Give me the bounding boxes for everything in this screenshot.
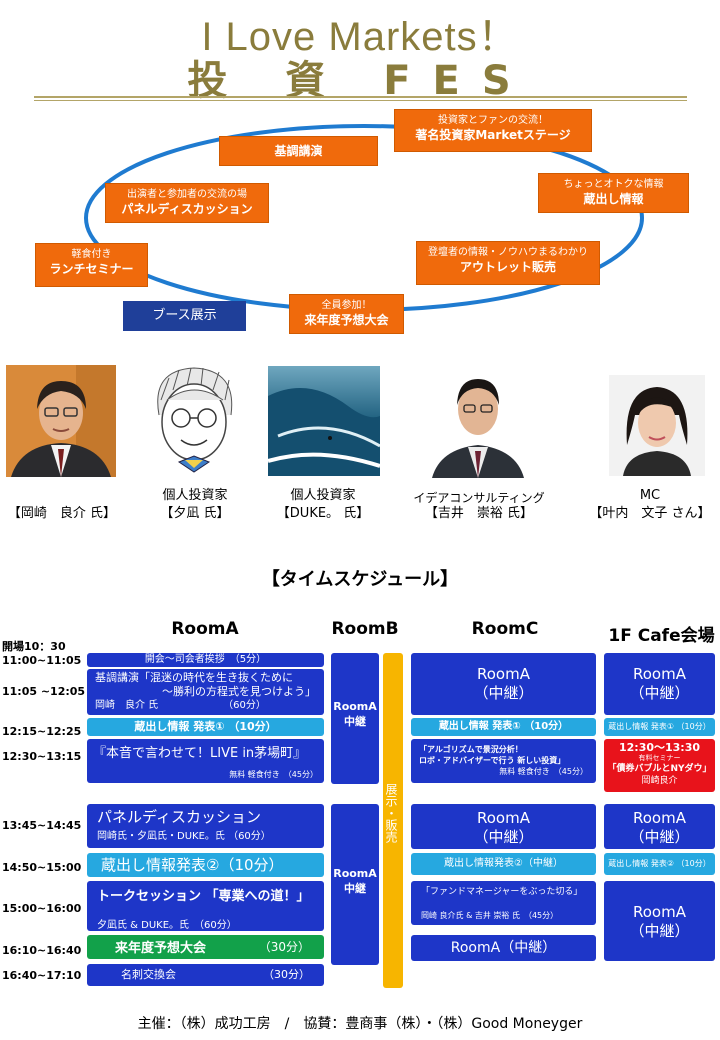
speaker-name-yunagi: 【夕凪 氏】 — [160, 506, 230, 521]
cycle-node-outlet: 登壇者の情報・ノウハウまるわかり アウトレット販売 — [416, 241, 600, 285]
divider — [34, 96, 687, 98]
booth-label: ブース展示 — [123, 301, 246, 331]
roomA-panel: パネルディスカッション 岡崎氏・夕凪氏・DUKE。氏 （60分） — [87, 804, 324, 848]
roomC-relay3: RoomA（中継） — [411, 935, 596, 961]
footer-sponsors: 主催：（株）成功工房 / 協賛：豊商事（株）・（株）Good Moneyger — [137, 1016, 583, 1032]
roomB-exhibit: 展示・販売 — [383, 653, 403, 988]
cafe-relay2: RoomA （中継） — [604, 804, 715, 849]
speaker-yunagi-illustration — [139, 360, 249, 480]
mc-name: 【叶内 文子 さん】 — [589, 506, 711, 521]
roomA-yoso: 来年度予想大会 （30分） — [87, 935, 324, 959]
cycle-node-kicho: 基調講演 — [219, 136, 378, 166]
speaker-duke-wave-photo — [268, 366, 380, 476]
divider — [34, 100, 687, 101]
room-header-a: RoomA — [171, 619, 239, 639]
cafe-kura2: 蔵出し情報 発表② （10分） — [604, 853, 715, 875]
roomA-kura1: 蔵出し情報 発表① （10分） — [87, 718, 324, 736]
roomC-algo: 「アルゴリズムで景況分析！ ロボ・アドバイザーで行う 新しい投資」 無料 軽食付… — [411, 739, 596, 783]
roomA-meishi: 名刺交換会 （30分） — [87, 964, 324, 986]
roomA-talk: トークセッション 「専業への道！」 夕凪氏 & DUKE。氏 （60分） — [87, 881, 324, 931]
open-time: 開場10：30 — [2, 640, 66, 653]
room-header-cafe: 1F Cafe会場 — [608, 626, 715, 646]
room-header-b: RoomB — [331, 619, 399, 639]
time-slot: 14:50~15:00 — [2, 861, 82, 874]
time-slot: 13:45~14:45 — [2, 819, 82, 832]
time-slot: 12:30~13:15 — [2, 750, 82, 763]
cycle-node-market: 投資家とファンの交流！ 著名投資家Marketステージ — [394, 109, 592, 152]
cafe-relay3: RoomA （中継） — [604, 881, 715, 961]
room-header-c: RoomC — [471, 619, 539, 639]
roomA-keynote: 基調講演「混迷の時代を生き抜くために ～勝利の方程式を見つけよう」 岡崎 良介 … — [87, 669, 324, 715]
cycle-node-lunch: 軽食付き ランチセミナー — [35, 243, 148, 287]
roomC-relay2: RoomA （中継） — [411, 804, 596, 849]
roomC-relay1: RoomA （中継） — [411, 653, 596, 715]
speaker-name-yoshii: 【吉井 崇裕 氏】 — [424, 506, 534, 521]
roomA-kura2: 蔵出し情報発表②（10分） — [87, 853, 324, 877]
time-slot: 12:15~12:25 — [2, 725, 82, 738]
roomA-opening: 開会～司会者挨拶 （5分） — [87, 653, 324, 667]
speaker-role-duke: 個人投資家 — [290, 488, 356, 503]
roomC-kura2: 蔵出し情報発表②（中継） — [411, 853, 596, 875]
speaker-org-yoshii: イデアコンサルティング — [413, 491, 545, 505]
roomB-relay1: RoomA中継 — [331, 653, 379, 784]
time-slot: 16:40~17:10 — [2, 969, 82, 982]
time-slot: 16:10~16:40 — [2, 944, 82, 957]
speaker-name-duke: 【DUKE。 氏】 — [276, 506, 370, 521]
roomC-fund: 「ファンドマネージャーをぶった切る」 岡崎 良介氏 & 吉井 崇裕 氏 （45分… — [411, 881, 596, 925]
mc-kanouchi-photo — [609, 375, 705, 476]
roomC-kura1: 蔵出し情報 発表① （10分） — [411, 718, 596, 736]
cafe-paid-seminar: 12:30～13:30 有料セミナー 「債券バブルとNYダウ」 岡崎良介 — [604, 739, 715, 792]
roomB-relay2: RoomA中継 — [331, 804, 379, 965]
cycle-node-yoso: 全員参加！ 来年度予想大会 — [289, 294, 404, 334]
time-slot: 11:05 ~12:05 — [2, 685, 86, 698]
cycle-node-panel: 出演者と参加者の交流の場 パネルディスカッション — [105, 183, 269, 223]
speaker-okazaki-photo — [6, 365, 116, 477]
speaker-yoshii-photo — [422, 365, 534, 478]
cafe-kura1: 蔵出し情報 発表① （10分） — [604, 718, 715, 736]
speaker-name-okazaki: 【岡崎 良介 氏】 — [7, 506, 117, 521]
mc-role: MC — [639, 488, 661, 503]
time-slot: 15:00~16:00 — [2, 902, 82, 915]
cycle-node-kurada: ちょっとオトクな情報 蔵出し情報 — [538, 173, 689, 213]
schedule-title: 【タイムスケジュール】 — [261, 569, 459, 590]
roomA-live: 『本音で言わせて！LIVE in茅場町』 無料 軽食付き （45分） — [87, 739, 324, 783]
time-slot: 11:00~11:05 — [2, 654, 82, 667]
speaker-role-yunagi: 個人投資家 — [162, 488, 228, 503]
cafe-relay1: RoomA （中継） — [604, 653, 715, 715]
page-title: I Love Markets！ — [201, 15, 519, 59]
